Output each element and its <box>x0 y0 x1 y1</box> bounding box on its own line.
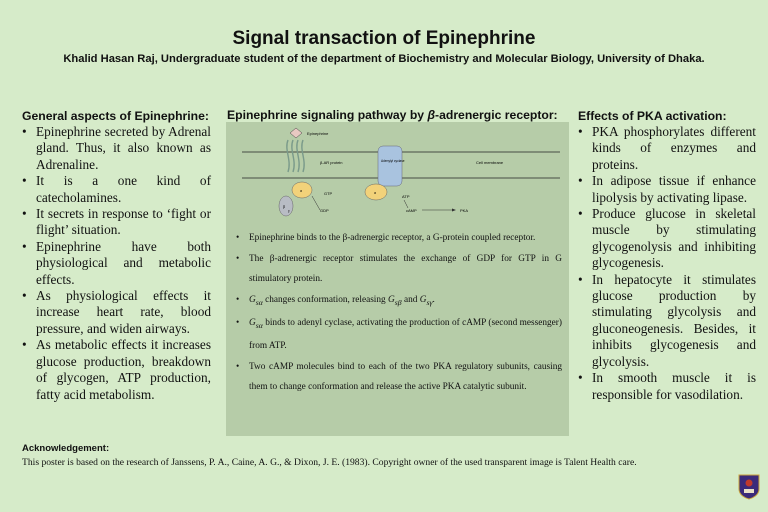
pka-effects-list: PKA phosphorylates different kinds of en… <box>578 124 756 403</box>
g-gamma-label: γ <box>288 208 290 213</box>
g-beta-gamma-icon <box>278 195 294 217</box>
adenylyl-label: Adenylyl cyclase <box>381 159 405 163</box>
g-alpha-label: α <box>300 188 302 193</box>
list-item: It is a one kind of catecholamines. <box>22 173 211 206</box>
g-subscript: sα <box>255 320 263 330</box>
signaling-pathway-heading: Epinephrine signaling pathway by β-adren… <box>227 108 558 122</box>
receptor-icon <box>286 139 305 173</box>
g-symbol: G <box>249 294 256 305</box>
list-item: As physiological effects it increase hea… <box>22 288 211 337</box>
list-item: Produce glucose in skeletal muscle by st… <box>578 206 756 272</box>
poster-title: Signal transaction of Epinephrine <box>232 28 536 49</box>
general-aspects-list: Epinephrine secreted by Adrenal gland. T… <box>22 124 211 403</box>
pka-label: PKA <box>460 208 468 213</box>
gdp-label: GDP <box>320 208 329 213</box>
receptor-label: β-AR protein <box>320 160 343 165</box>
list-item: Two cAMP molecules bind to each of the t… <box>232 357 562 398</box>
step-text: changes conformation, releasing <box>262 294 389 305</box>
gtp-label: GTP <box>324 191 333 196</box>
list-item: In smooth muscle it is responsible for v… <box>578 370 756 403</box>
signaling-diagram: Epinephrine β-AR protein Adenylyl cyclas… <box>242 127 560 217</box>
list-item: It secrets in response to ‘fight or flig… <box>22 206 211 239</box>
g-symbol: G <box>419 294 427 305</box>
g-symbol: G <box>249 317 256 328</box>
atp-label: ATP <box>402 194 410 199</box>
signaling-steps-list: Epinephrine binds to the β-adrenergic re… <box>232 228 562 398</box>
acknowledgement-text: This poster is based on the research of … <box>22 457 637 468</box>
g-subscript: sγ <box>426 297 433 307</box>
signaling-panel: Epinephrine β-AR protein Adenylyl cyclas… <box>226 122 569 436</box>
list-item: The β-adrenergic receptor stimulates the… <box>232 249 562 290</box>
g-symbol: G <box>388 294 395 305</box>
step-text: and <box>401 294 420 305</box>
list-item: In hepatocyte it stimulates glucose prod… <box>578 272 756 370</box>
list-item: As metabolic effects it increases glucos… <box>22 337 211 403</box>
ack-colon: : <box>105 443 110 454</box>
g-subscript: sβ <box>394 297 402 307</box>
arrow-head-icon <box>452 208 456 212</box>
gtp-gdp-arrow <box>311 195 321 211</box>
list-item: In adipose tissue if enhance lipolysis b… <box>578 173 756 206</box>
ack-heading-text: Acknowledgement <box>22 443 106 454</box>
active-g-alpha-icon <box>364 183 388 201</box>
g-subscript: sα <box>255 297 263 307</box>
active-g-alpha-label: α <box>374 190 376 195</box>
university-logo-icon <box>738 474 760 500</box>
membrane-label: Cell membrane <box>476 160 504 165</box>
poster-subtitle: Khalid Hasan Raj, Undergraduate student … <box>63 53 705 65</box>
epinephrine-label: Epinephrine <box>307 131 329 136</box>
list-item: Epinephrine secreted by Adrenal gland. T… <box>22 124 211 173</box>
step-text: binds to adenyl cyclase, activating the … <box>249 317 562 352</box>
heading-beta: β <box>427 108 436 122</box>
pka-effects-heading: Effects of PKA activation: <box>578 109 727 123</box>
atp-camp-arrow <box>403 199 409 209</box>
g-beta-label: β <box>283 204 285 209</box>
list-item: PKA phosphorylates different kinds of en… <box>578 124 756 173</box>
step-text: . <box>432 294 435 305</box>
camp-label: cAMP <box>406 208 417 213</box>
list-item: Gsα binds to adenyl cyclase, activating … <box>232 313 562 357</box>
list-item: Gsα changes conformation, releasing Gsβ … <box>232 290 562 313</box>
heading-suffix: -adrenergic receptor: <box>435 108 558 122</box>
list-item: Epinephrine have both physiological and … <box>22 239 211 288</box>
heading-prefix: Epinephrine signaling pathway by <box>227 108 428 122</box>
g-alpha-icon <box>291 181 313 199</box>
general-aspects-heading: General aspects of Epinephrine: <box>22 109 209 123</box>
list-item: Epinephrine binds to the β-adrenergic re… <box>232 228 562 249</box>
acknowledgement-heading: Acknowledgement: <box>22 443 109 454</box>
epinephrine-icon <box>289 127 303 139</box>
adenylyl-cyclase-icon <box>377 145 403 187</box>
